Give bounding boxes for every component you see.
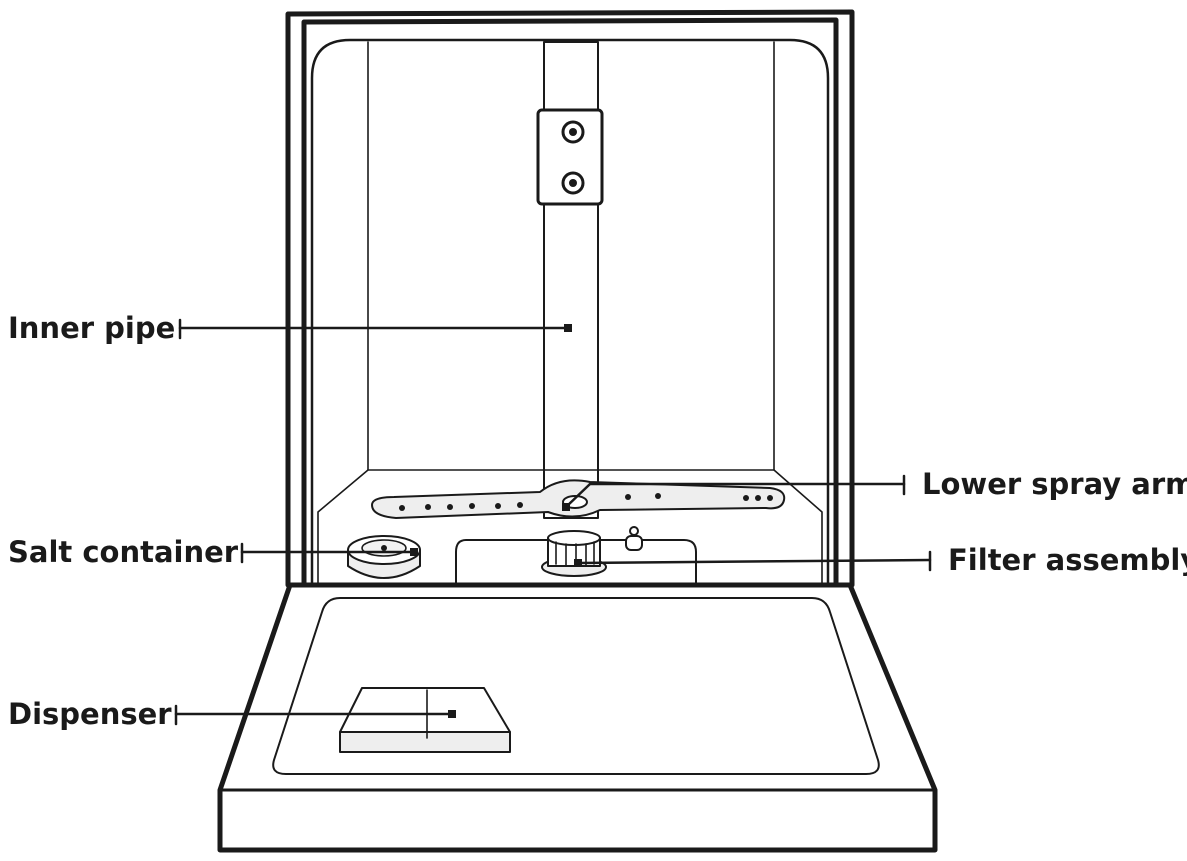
dispenser-shape [339,687,511,753]
label-dispenser: Dispenser [8,697,172,731]
leader-lines [174,318,932,726]
label-inner-pipe: Inner pipe [8,311,176,345]
inner-pipe-shape [543,41,599,519]
label-salt-container: Salt container [8,535,239,569]
salt-container-shape [347,535,421,579]
label-lower-spray-arm: Lower spray arm [922,467,1187,501]
filter-assembly-shape [541,530,607,577]
door-inner-panel [272,597,880,775]
door-panel [217,582,938,853]
leader-filter-assembly [576,558,932,565]
label-filter-assembly: Filter assembly [948,543,1187,577]
